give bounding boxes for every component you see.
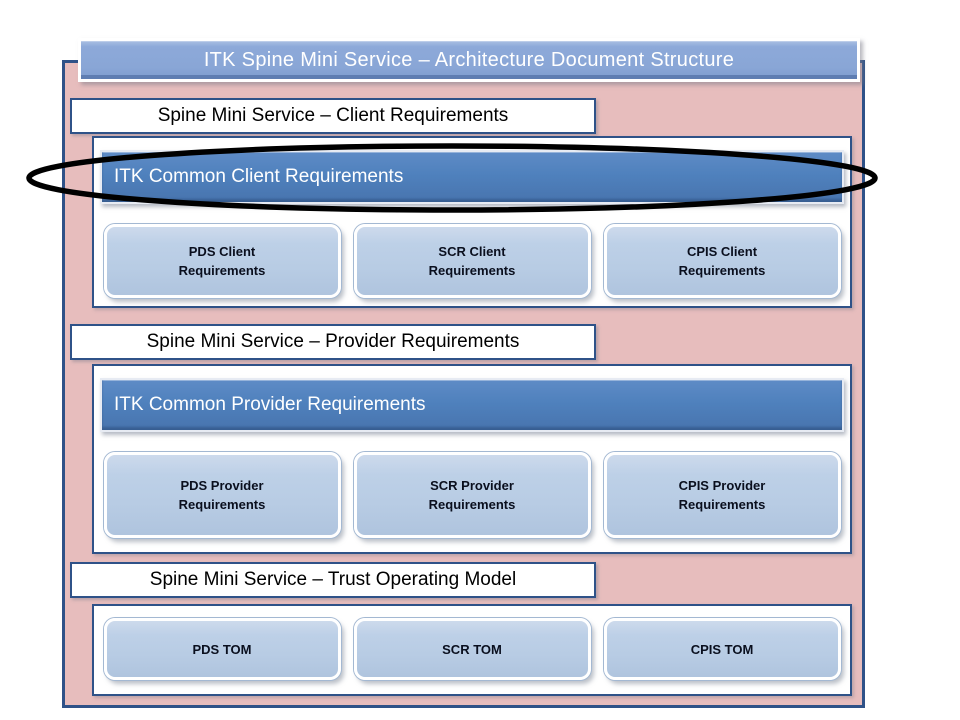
client-requirements-container: ITK Common Client Requirements PDS Clien…	[92, 136, 852, 308]
diagram-title-bar: ITK Spine Mini Service – Architecture Do…	[78, 38, 860, 82]
section-label-text: Spine Mini Service – Provider Requiremen…	[146, 331, 520, 352]
box-line: SCR Client	[438, 244, 506, 259]
section-label-provider-requirements: Spine Mini Service – Provider Requiremen…	[70, 324, 596, 360]
scr-provider-requirements-box: SCR Provider Requirements	[353, 452, 591, 538]
trust-operating-model-container: PDS TOM SCR TOM CPIS TOM	[92, 604, 852, 696]
box-line: SCR TOM	[442, 641, 502, 657]
tom-boxes-row: PDS TOM SCR TOM CPIS TOM	[94, 618, 850, 680]
section-label-text: Spine Mini Service – Trust Operating Mod…	[149, 569, 517, 590]
section-label-text: Spine Mini Service – Client Requirements	[157, 105, 509, 126]
diagram-title: ITK Spine Mini Service – Architecture Do…	[203, 48, 735, 71]
box-line: Requirements	[428, 497, 516, 512]
box-line: CPIS Client	[686, 244, 758, 259]
box-line: Requirements	[428, 263, 516, 278]
box-line: Requirements	[178, 263, 266, 278]
itk-common-provider-requirements-bar: ITK Common Provider Requirements	[100, 378, 844, 432]
box-line: Requirements	[178, 497, 266, 512]
common-bar-text: ITK Common Client Requirements	[114, 166, 404, 187]
box-line: Requirements	[678, 497, 766, 512]
common-bar-text: ITK Common Provider Requirements	[114, 394, 426, 415]
section-label-trust-operating-model: Spine Mini Service – Trust Operating Mod…	[70, 562, 596, 598]
section-label-client-requirements: Spine Mini Service – Client Requirements	[70, 98, 596, 134]
itk-common-client-requirements-bar: ITK Common Client Requirements	[100, 150, 844, 204]
box-line: CPIS Provider	[678, 478, 766, 493]
provider-requirements-container: ITK Common Provider Requirements PDS Pro…	[92, 364, 852, 554]
cpis-tom-box: CPIS TOM	[603, 618, 841, 680]
pds-provider-requirements-box: PDS Provider Requirements	[103, 452, 341, 538]
provider-boxes-row: PDS Provider Requirements SCR Provider R…	[94, 452, 850, 538]
pds-client-requirements-box: PDS Client Requirements	[103, 224, 341, 298]
cpis-client-requirements-box: CPIS Client Requirements	[603, 224, 841, 298]
box-line: PDS Client	[188, 244, 256, 259]
pds-tom-box: PDS TOM	[103, 618, 341, 680]
box-line: CPIS TOM	[690, 641, 754, 657]
scr-client-requirements-box: SCR Client Requirements	[353, 224, 591, 298]
box-line: PDS Provider	[180, 478, 264, 493]
client-boxes-row: PDS Client Requirements SCR Client Requi…	[94, 224, 850, 298]
box-line: PDS TOM	[192, 641, 252, 657]
cpis-provider-requirements-box: CPIS Provider Requirements	[603, 452, 841, 538]
scr-tom-box: SCR TOM	[353, 618, 591, 680]
box-line: Requirements	[678, 263, 766, 278]
box-line: SCR Provider	[430, 478, 514, 493]
